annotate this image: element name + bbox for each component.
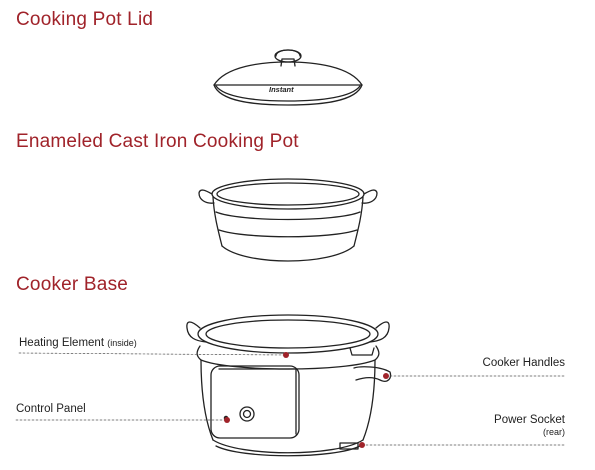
- control-panel: [210, 365, 300, 439]
- heating-element-note: (inside): [107, 338, 137, 348]
- section-title-pot: Enameled Cast Iron Cooking Pot: [16, 131, 299, 152]
- control-knob: [239, 406, 255, 422]
- base-left-handle: [186, 321, 207, 343]
- base-side-handle: [353, 366, 392, 382]
- leader-dots: [224, 352, 389, 448]
- power-socket-text: Power Socket: [494, 414, 565, 426]
- power-socket-label: Power Socket (rear): [494, 414, 565, 437]
- cooker-handles-label: Cooker Handles: [482, 357, 565, 369]
- power-socket-note: (rear): [543, 427, 565, 437]
- section-title-lid: Cooking Pot Lid: [16, 9, 154, 30]
- lid-brand-logo: Instant: [269, 85, 294, 94]
- base-right-handle: [369, 321, 390, 343]
- pot-right-handle: [361, 189, 378, 204]
- power-socket: [339, 442, 359, 450]
- section-title-base: Cooker Base: [16, 274, 129, 295]
- heating-element-label: Heating Element (inside): [19, 337, 137, 349]
- heating-element-text: Heating Element: [19, 337, 105, 349]
- leader-lines: [15, 352, 566, 446]
- cast-iron-cooking-pot: [198, 178, 378, 262]
- pot-left-handle: [198, 189, 215, 204]
- control-panel-label: Control Panel: [16, 403, 86, 415]
- cooker-base: [186, 314, 392, 457]
- cooking-pot-lid: Instant: [213, 49, 363, 106]
